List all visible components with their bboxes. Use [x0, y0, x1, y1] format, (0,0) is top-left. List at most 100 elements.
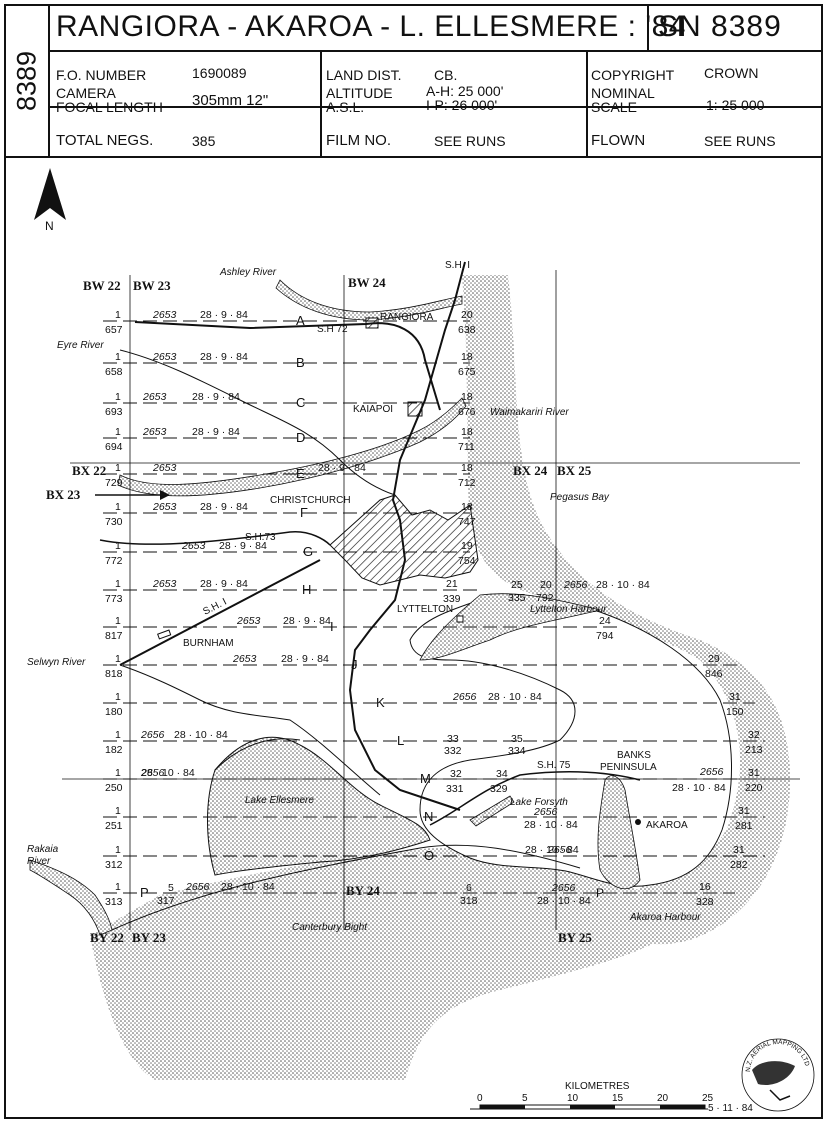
run-date: 28 · 10 · 84: [488, 691, 542, 703]
eyre-river: [119, 349, 396, 496]
run-letter: L: [397, 733, 404, 748]
label-banks: BANKS: [617, 750, 651, 761]
asl-label: A.S.L.: [326, 99, 365, 115]
run-date: 28 · 9 · 84: [200, 501, 248, 513]
bx23-arrow-icon: [95, 490, 170, 500]
state-highway-1: [348, 261, 466, 811]
run-end-frame: 29: [708, 653, 720, 665]
run-start-frame: 1: [115, 729, 121, 741]
run-end-frame: 31: [738, 805, 750, 817]
run-film-number: 2656: [185, 881, 210, 893]
label-rakaia-river-2: River: [27, 856, 51, 867]
run-film-number: 2653: [236, 615, 261, 627]
run-letter: O: [424, 848, 434, 863]
label-waimakariri-river: Waimakariri River: [490, 407, 569, 418]
run-film-number: 2653: [142, 426, 167, 438]
scale-label: SCALE: [591, 99, 637, 115]
scale-bar-date: 5 · 11 · 84: [708, 1103, 753, 1114]
extra-run-marks: 25 335 20 792 2656 28 · 10 · 84 33 332 3…: [157, 579, 726, 907]
scale-bar-tick-label: 10: [567, 1093, 579, 1104]
focal-length: 305mm 12": [192, 92, 269, 109]
run-end-negative: 339: [443, 593, 461, 605]
state-highway-75: [429, 770, 641, 826]
north-arrow-icon: [34, 168, 66, 220]
mark-h-335: 335: [508, 592, 526, 604]
mark-p-318: 318: [460, 895, 478, 907]
run-end-negative: 712: [458, 477, 476, 489]
land-dist-label: LAND DIST.: [326, 67, 402, 83]
mark-h-film: 2656: [563, 579, 588, 591]
run-date: 28 · 10 · 84: [525, 844, 579, 856]
mark-p-date2: 28 · 10 · 84: [537, 895, 591, 907]
divider: [48, 6, 50, 156]
label-canterbury-bight: Canterbury Bight: [292, 922, 368, 933]
run-film-number: 2653: [181, 540, 206, 552]
grid-label-bx25: BX 25: [557, 463, 592, 478]
run-end-frame: 19: [461, 540, 473, 552]
run-letter: F: [300, 505, 308, 520]
mark-m-331: 331: [446, 783, 464, 795]
run-end-frame: 18: [461, 501, 473, 513]
focal-length-label: FOCAL LENGTH: [56, 99, 163, 115]
grid-label-bw23: BW 23: [133, 278, 171, 293]
lyttelton-marker: [456, 615, 464, 623]
mark-l-332: 332: [444, 745, 462, 757]
fo-number-label: F.O. NUMBER: [56, 67, 147, 83]
mark-h-25: 25: [511, 579, 523, 591]
nominal-label: NOMINAL: [591, 85, 655, 101]
run-letter: E: [296, 466, 305, 481]
scale-bar-tick-label: 25: [702, 1093, 714, 1104]
state-highway-72: [134, 321, 441, 411]
run-end-frame: 31: [729, 691, 741, 703]
run-film-number: 2656: [452, 691, 477, 703]
label-sh75: S.H. 75: [537, 760, 571, 771]
run-date: 28 · 9 · 84: [200, 578, 248, 590]
run-end-negative: 213: [745, 744, 763, 756]
scale-bar-tick-label: 5: [522, 1093, 528, 1104]
state-highway-1-south: [119, 559, 321, 666]
label-burnham: BURNHAM: [183, 638, 234, 649]
scale-bar-title: KILOMETRES: [565, 1081, 630, 1092]
mark-m-32: 32: [450, 768, 462, 780]
mark-m-329: 329: [490, 783, 508, 795]
christchurch-urban-area: [329, 494, 479, 586]
selwyn-river: [119, 664, 381, 796]
divider: [647, 6, 649, 50]
film-no: SEE RUNS: [434, 133, 506, 149]
divider: [48, 50, 821, 52]
mark-m-34: 34: [496, 768, 508, 780]
run-start-frame: 1: [115, 615, 121, 627]
run-start-negative: 658: [105, 366, 123, 378]
divider: [6, 156, 821, 158]
burnham-marker: [157, 629, 172, 640]
run-start-negative: 657: [105, 324, 123, 336]
run-end-negative: 281: [735, 820, 753, 832]
run-start-negative: 312: [105, 859, 123, 871]
run-end-negative: 747: [458, 516, 476, 528]
run-start-frame: 1: [115, 501, 121, 513]
run-end-frame: 31: [748, 767, 760, 779]
altitude-ah: A-H: 25 000': [426, 83, 504, 99]
run-start-negative: 773: [105, 593, 123, 605]
run-date: 28 · 9 · 84: [200, 351, 248, 363]
run-end-negative: 675: [458, 366, 476, 378]
run-start-negative: 817: [105, 630, 123, 642]
run-end-negative: 676: [458, 406, 476, 418]
run-start-frame: 1: [115, 540, 121, 552]
run-date: 28 · 9 · 84: [192, 391, 240, 403]
label-kaiapoi: KAIAPOI: [353, 404, 393, 415]
mark-p-letter2: P: [596, 886, 604, 900]
map-sheet: 8389 RANGIORA - AKAROA - L. ELLESMERE : …: [4, 4, 823, 1119]
mark-h-20: 20: [540, 579, 552, 591]
mark-n-film2: 2656: [533, 806, 558, 818]
